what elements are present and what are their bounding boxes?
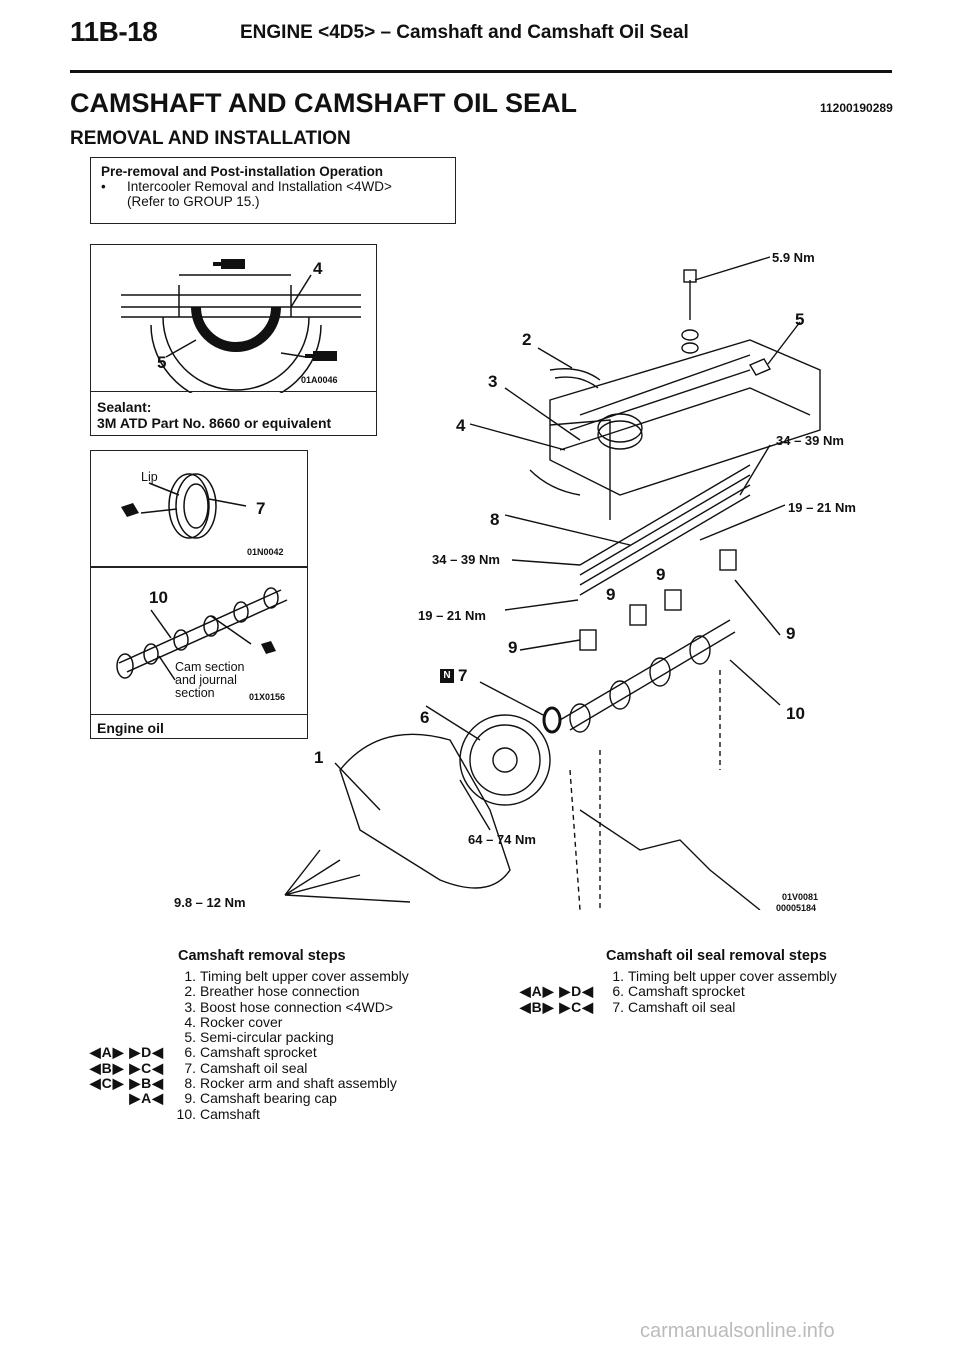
callout-9: 9 xyxy=(606,585,616,604)
callout-5: 5 xyxy=(157,353,167,372)
list-item: 7.Camshaft oil seal xyxy=(184,1059,308,1076)
section-text: section xyxy=(175,686,215,700)
new-part-mark: N xyxy=(440,669,454,683)
journal-text: and journal xyxy=(175,673,237,687)
list-item: 6.Camshaft sprocket xyxy=(184,1044,317,1061)
sealant-spec: 3M ATD Part No. 8660 or equivalent xyxy=(97,415,332,431)
oil-seal-removal-heading: Camshaft oil seal removal steps xyxy=(606,948,827,964)
torque-label: 9.8 – 12 Nm xyxy=(174,895,246,910)
pre-operation-heading: Pre-removal and Post-installation Operat… xyxy=(101,164,384,179)
figure-code: 00005184 xyxy=(776,903,817,913)
oil-seal-panel: Lip 7 01N0042 xyxy=(90,450,308,567)
callout-6: 6 xyxy=(420,708,430,727)
camshaft-removal-heading: Camshaft removal steps xyxy=(178,948,346,964)
lip-label: Lip xyxy=(141,470,158,484)
callout-9: 9 xyxy=(786,624,796,643)
oil-seal-illustration xyxy=(121,473,247,539)
camshaft-removal-steps: 1.Timing belt upper cover assembly 2.Bre… xyxy=(172,968,409,1122)
watermark: carmanualsonline.info xyxy=(640,1320,835,1342)
section-subtitle: REMOVAL AND INSTALLATION xyxy=(70,128,351,149)
torque-label: 34 – 39 Nm xyxy=(776,433,844,448)
cam-section-text: Cam section xyxy=(175,660,245,674)
header-title: ENGINE <4D5> – Camshaft and Camshaft Oil… xyxy=(240,22,689,43)
sealant-panel: 4 5 01A0046 Sealant: 3M ATD Part No. 866… xyxy=(90,244,377,436)
callout-5: 5 xyxy=(795,310,805,329)
list-item: 8.Rocker arm and shaft assembly xyxy=(184,1075,397,1092)
figure-code: 01A0046 xyxy=(301,375,338,385)
callout-2: 2 xyxy=(522,330,532,349)
camshaft-illustration xyxy=(116,587,288,681)
torque-label: 19 – 21 Nm xyxy=(418,608,486,623)
pre-operation-item: Intercooler Removal and Installation <4W… xyxy=(127,179,392,194)
document-id: 11200190289 xyxy=(820,101,893,115)
oil-seal-removal-steps: 1.Timing belt upper cover assembly 6.Cam… xyxy=(600,968,837,1015)
torque-label: 5.9 Nm xyxy=(772,250,815,265)
figure-code: 01X0156 xyxy=(249,692,286,702)
callout-9: 9 xyxy=(656,565,666,584)
callout-8: 8 xyxy=(490,510,500,529)
callout-3: 3 xyxy=(488,372,498,391)
figure-code: 01N0042 xyxy=(247,547,284,557)
header-rule xyxy=(70,70,892,73)
list-item: 4.Rocker cover xyxy=(184,1013,283,1030)
page-number: 11B-18 xyxy=(70,16,158,47)
camshaft-removal-marks: ◀A▶ ▶D◀ ◀B▶ ▶C◀ ◀C▶ ▶B◀ ▶A◀ xyxy=(89,1044,164,1107)
list-item: 2.Breather hose connection xyxy=(184,983,360,1000)
oil-seal-removal-marks: ◀A▶ ▶D◀ ◀B▶ ▶C◀ xyxy=(519,983,594,1015)
pre-operation-note: (Refer to GROUP 15.) xyxy=(127,194,260,209)
pre-operation-box: Pre-removal and Post-installation Operat… xyxy=(90,157,456,224)
callout-10: 10 xyxy=(149,588,168,607)
callout-1: 1 xyxy=(314,748,324,767)
callout-4: 4 xyxy=(456,416,466,435)
list-item: 10.Camshaft xyxy=(176,1105,260,1122)
section-title: CAMSHAFT AND CAMSHAFT OIL SEAL xyxy=(70,88,577,118)
semi-circular-packing-illustration xyxy=(121,259,361,393)
list-item: 3.Boost hose connection <4WD> xyxy=(184,998,394,1015)
torque-label: 19 – 21 Nm xyxy=(788,500,856,515)
list-item: 1.Timing belt upper cover assembly xyxy=(184,968,409,984)
torque-label: 34 – 39 Nm xyxy=(432,552,500,567)
list-item: 1.Timing belt upper cover assembly xyxy=(612,968,837,984)
list-item: 7.Camshaft oil seal xyxy=(612,998,736,1015)
camshaft-panel: 10 Cam section and journal section 01X01… xyxy=(90,567,308,739)
bullet: • xyxy=(101,179,106,194)
callout-10: 10 xyxy=(786,704,805,723)
list-item: 5.Semi-circular packing xyxy=(184,1029,334,1046)
figure-code: 01V0081 xyxy=(782,892,819,902)
callout-7: 7 xyxy=(458,666,468,685)
list-item: 9.Camshaft bearing cap xyxy=(184,1090,337,1107)
callout-7: 7 xyxy=(256,499,266,518)
sealant-label: Sealant: xyxy=(97,399,152,415)
callout-4: 4 xyxy=(313,259,323,278)
engine-oil-label: Engine oil xyxy=(97,720,164,736)
exploded-view-diagram xyxy=(284,256,821,910)
torque-label: 64 – 74 Nm xyxy=(468,832,536,847)
list-item: 6.Camshaft sprocket xyxy=(612,983,745,1000)
callout-9: 9 xyxy=(508,638,518,657)
